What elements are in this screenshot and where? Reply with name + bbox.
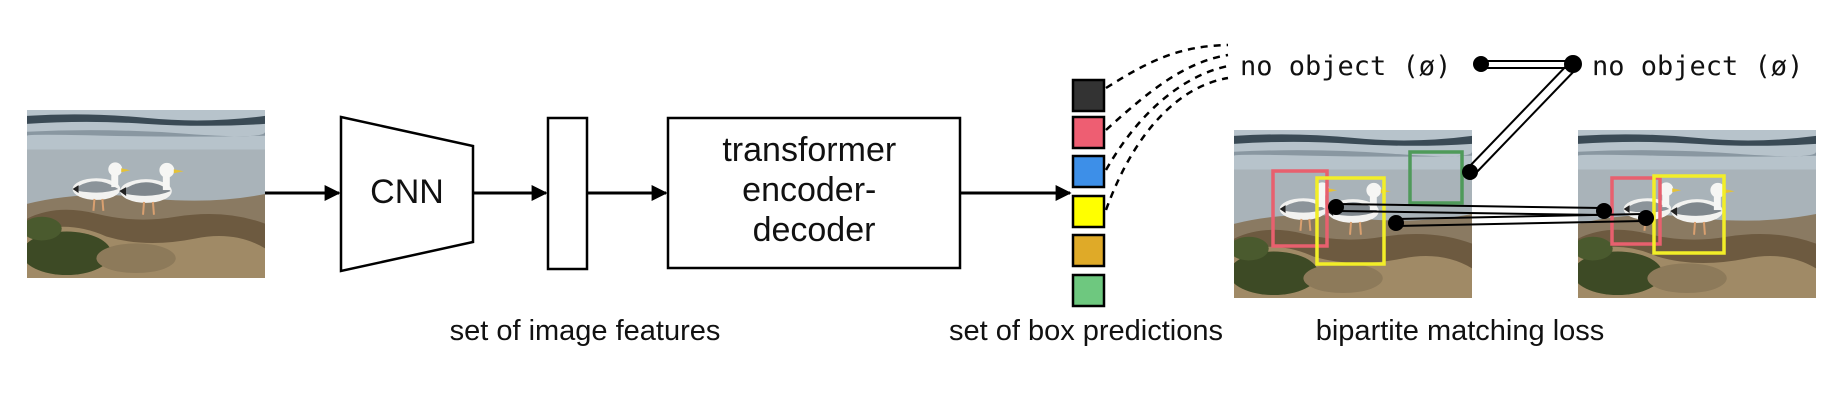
transformer-label-line-3: decoder [753,211,876,249]
match-line-red-b [1337,210,1603,216]
no-object-label-prediction: no object (ø) [1240,51,1451,82]
prediction-bbox-yellow [1315,176,1386,266]
cnn-block [339,115,475,273]
prediction-image [1229,130,1472,298]
prediction-bbox-green [1408,150,1464,205]
prediction-box-1 [1071,78,1106,113]
cnn-label: CNN [370,173,444,211]
match-line-green-a [1465,60,1572,171]
prediction-bbox-red [1271,169,1329,248]
match-dot [1564,55,1582,73]
match-dot [1388,215,1404,231]
prediction-box-4 [1071,194,1106,229]
matching-lines [1328,55,1654,231]
caption-image-features: set of image features [450,315,721,347]
transformer-label-line-2: encoder- [742,171,876,209]
dashed-link-box-2 [1105,53,1229,131]
dashed-link-box-3 [1104,64,1229,171]
transformer-label: transformer encoder- decoder [722,131,905,249]
caption-bipartite-matching: bipartite matching loss [1316,315,1605,347]
image-features-block [546,116,589,271]
match-line-yellow-b [1395,220,1644,227]
ground-truth-bbox-yellow [1652,174,1726,255]
match-dot [1596,203,1612,219]
input-image [22,110,265,278]
match-line-red-a [1337,203,1603,209]
dashed-link-box-4 [1104,76,1229,211]
match-line-green-b [1473,66,1579,176]
caption-box-predictions: set of box predictions [949,315,1223,347]
no-object-label-ground-truth: no object (ø) [1592,51,1803,82]
prediction-box-2 [1071,115,1106,150]
match-dot [1638,210,1654,226]
prediction-box-6 [1071,273,1106,308]
transformer-label-line-1: transformer [722,131,896,169]
match-dot [1462,164,1478,180]
prediction-box-3 [1071,154,1106,189]
dashed-link-box-1 [1105,43,1229,90]
match-dot [1328,199,1344,215]
prediction-image-panel [1229,130,1472,298]
box-predictions-stack [1071,78,1106,308]
prediction-box-5 [1071,233,1106,268]
transformer-block [666,116,962,270]
match-dot [1473,56,1489,72]
